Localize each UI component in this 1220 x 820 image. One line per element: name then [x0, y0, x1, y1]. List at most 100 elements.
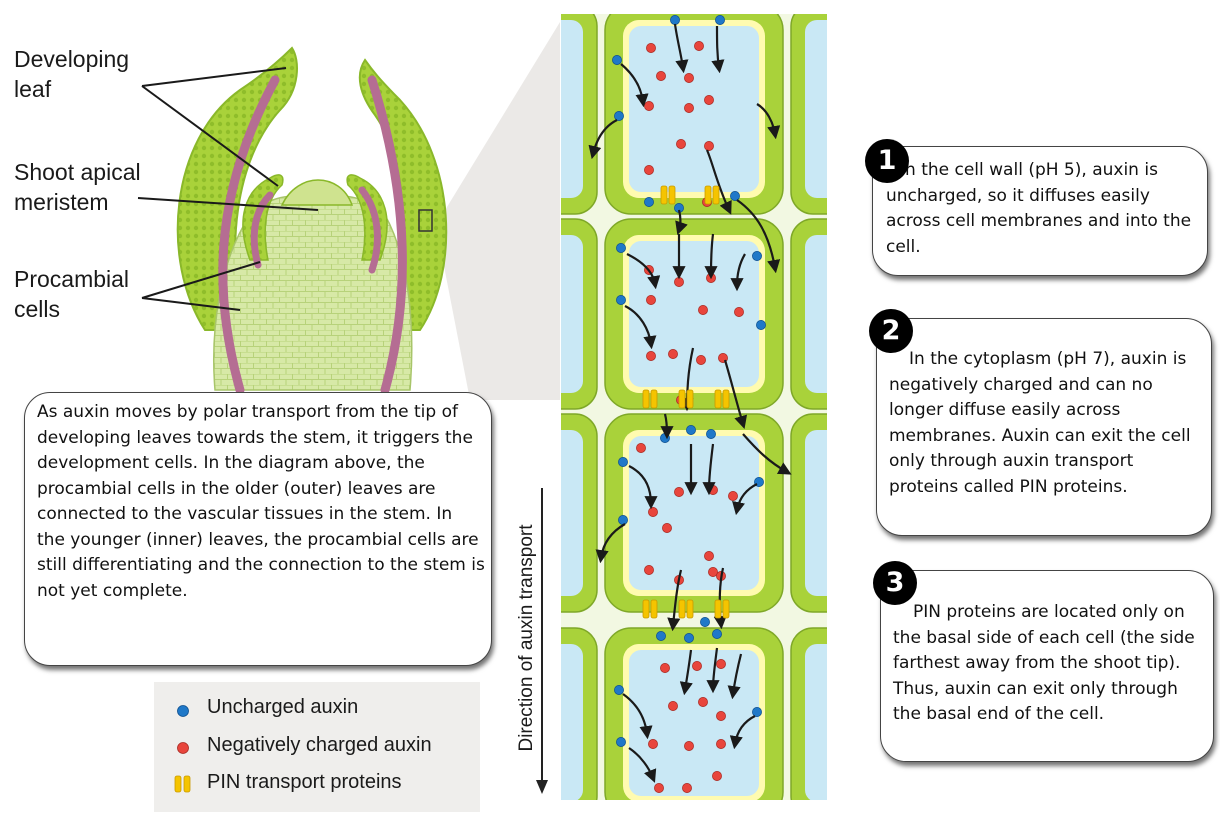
negative-auxin	[728, 491, 738, 501]
negative-auxin	[716, 659, 726, 669]
pin-protein	[704, 185, 712, 205]
legend-swatches	[174, 705, 191, 793]
uncharged-auxin	[715, 15, 725, 25]
transport-arrow	[673, 23, 689, 74]
pin-protein	[714, 389, 722, 409]
step-3-text: PIN proteins are located only on the bas…	[893, 602, 1195, 724]
negative-auxin	[684, 103, 694, 113]
description-callout: As auxin moves by polar transport from t…	[24, 392, 492, 666]
transport-arrow	[730, 253, 746, 292]
transport-arrows-layer	[588, 23, 792, 783]
uncharged-auxin	[712, 629, 722, 639]
legend-negative-label: Negatively charged auxin	[207, 734, 432, 756]
uncharged-auxin	[616, 295, 626, 305]
magnification-wedge	[436, 22, 560, 400]
label-procambial-line2: cells	[14, 296, 61, 322]
right-cell-cytoplasm	[805, 644, 827, 800]
center-cell-cytoplasm	[629, 436, 759, 590]
cells-layer	[561, 14, 827, 800]
negative-auxin	[668, 349, 678, 359]
pin-protein	[722, 599, 730, 619]
center-cell-cytoplasm	[629, 241, 759, 387]
negative-auxin	[682, 783, 692, 793]
negative-auxin	[674, 487, 684, 497]
negative-auxin	[716, 711, 726, 721]
step-3-callout: PIN proteins are located only on the bas…	[880, 570, 1214, 762]
transport-arrow	[704, 233, 718, 280]
label-sam-line1: Shoot apical	[14, 159, 141, 185]
negative-auxin	[668, 701, 678, 711]
left-cell-cytoplasm	[561, 235, 583, 393]
transport-arrow	[675, 209, 688, 236]
procambium-inner-left	[250, 191, 274, 269]
negative-auxin	[684, 741, 694, 751]
cell-column-diagram	[561, 14, 827, 800]
pin-protein	[650, 599, 658, 619]
auxin-particles-layer	[612, 15, 766, 793]
left-cell-cytoplasm	[561, 430, 583, 596]
uncharged-auxin	[670, 15, 680, 25]
uncharged-auxin	[614, 685, 624, 695]
uncharged-auxin	[612, 55, 622, 65]
label-sam-line2: meristem	[14, 189, 109, 215]
uncharged-auxin	[614, 111, 624, 121]
negative-auxin	[646, 351, 656, 361]
negative-auxin	[644, 101, 654, 111]
transport-arrow	[628, 747, 657, 783]
negative-auxin	[698, 305, 708, 315]
transport-arrow	[711, 25, 725, 74]
transport-arrow	[660, 413, 674, 440]
right-cell-cytoplasm	[805, 430, 827, 596]
procambium-outer-right	[367, 75, 407, 395]
uncharged-auxin	[660, 433, 670, 443]
label-developing-leaf: Developing leaf	[14, 44, 129, 104]
legend-uncharged-label: Uncharged auxin	[207, 696, 359, 718]
negative-auxin	[636, 443, 646, 453]
pin-protein	[642, 389, 650, 409]
uncharged-auxin	[656, 631, 666, 641]
center-cell-cytoplasm	[629, 26, 759, 192]
negative-auxin	[696, 355, 706, 365]
pin-proteins-layer	[642, 185, 730, 619]
pin-protein-icon	[174, 775, 191, 793]
negative-auxin	[674, 277, 684, 287]
label-procambial-cells: Procambial cells	[14, 264, 129, 324]
negative-auxin	[734, 307, 744, 317]
negative-auxin	[704, 141, 714, 151]
uncharged-auxin	[644, 197, 654, 207]
transport-arrow	[588, 119, 618, 160]
apical-dome	[280, 179, 354, 206]
legend: Uncharged auxin Negatively charged auxin…	[154, 682, 480, 812]
negative-auxin	[698, 697, 708, 707]
transport-arrow	[679, 649, 693, 696]
step-3-badge: 3	[873, 561, 917, 605]
negative-auxin	[644, 165, 654, 175]
negative-auxin	[676, 139, 686, 149]
pin-protein	[668, 185, 676, 205]
step-2-text: In the cytoplasm (pH 7), auxin is negati…	[889, 349, 1191, 497]
negative-auxin	[662, 523, 672, 533]
transport-arrow	[727, 653, 743, 700]
pin-protein	[722, 389, 730, 409]
procambium-outer-left	[218, 75, 280, 395]
negative-auxin	[704, 551, 714, 561]
legend-pin-label: PIN transport proteins	[207, 771, 402, 793]
step-2-callout: In the cytoplasm (pH 7), auxin is negati…	[876, 318, 1212, 536]
transport-arrow	[732, 483, 758, 516]
transport-arrow	[628, 465, 658, 510]
negative-auxin	[644, 565, 654, 575]
transport-arrow	[706, 647, 720, 694]
shoot-tip-illustration	[137, 22, 560, 400]
transport-arrow	[626, 253, 661, 290]
negative-auxin	[654, 783, 664, 793]
transport-arrow	[702, 443, 716, 496]
pin-protein	[686, 599, 694, 619]
negative-auxin	[684, 73, 694, 83]
transport-arrow	[729, 715, 756, 750]
uncharged-auxin	[752, 707, 762, 717]
pin-protein	[660, 185, 668, 205]
pin-protein	[678, 389, 686, 409]
transport-arrow	[667, 569, 683, 632]
direction-arrow	[536, 488, 548, 794]
pin-protein	[650, 389, 658, 409]
